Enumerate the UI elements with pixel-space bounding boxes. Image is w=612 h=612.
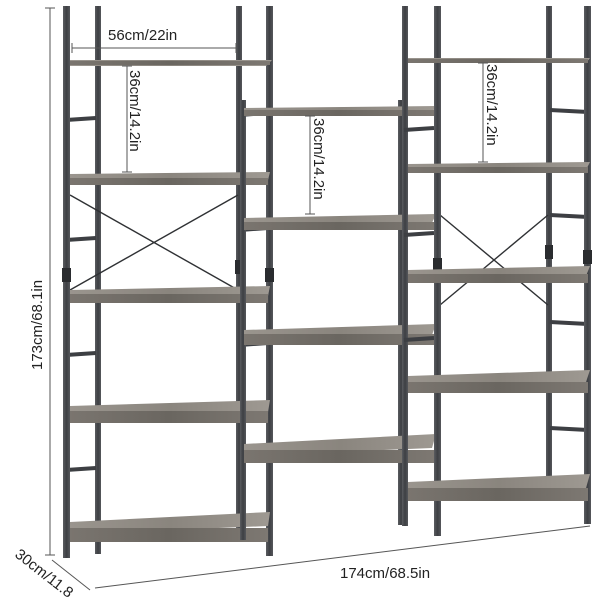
x-brace xyxy=(439,214,549,306)
post xyxy=(398,100,404,525)
total-width-label: 174cm/68.5in xyxy=(340,565,430,582)
brackets xyxy=(433,245,592,272)
shelves xyxy=(70,60,272,542)
x-brace xyxy=(69,194,239,291)
left-gap-label: 36cm/14.2in xyxy=(126,70,143,152)
shelves xyxy=(244,106,436,463)
right-gap-label: 36cm/14.2in xyxy=(483,64,500,146)
left-shelf-unit xyxy=(62,6,274,558)
post xyxy=(402,6,408,526)
post xyxy=(584,6,591,524)
shelves xyxy=(408,58,590,501)
side-rungs xyxy=(403,108,589,432)
middle-shelf-unit xyxy=(240,100,436,540)
middle-gap-label: 36cm/14.2in xyxy=(310,118,327,200)
post xyxy=(95,6,101,554)
dimension-lines xyxy=(45,7,591,591)
height-label: 173cm/68.1in xyxy=(29,280,46,370)
right-shelf-unit xyxy=(402,6,592,536)
brackets xyxy=(62,260,274,282)
post xyxy=(240,100,246,540)
shelf-width-label: 56cm/22in xyxy=(108,27,177,44)
